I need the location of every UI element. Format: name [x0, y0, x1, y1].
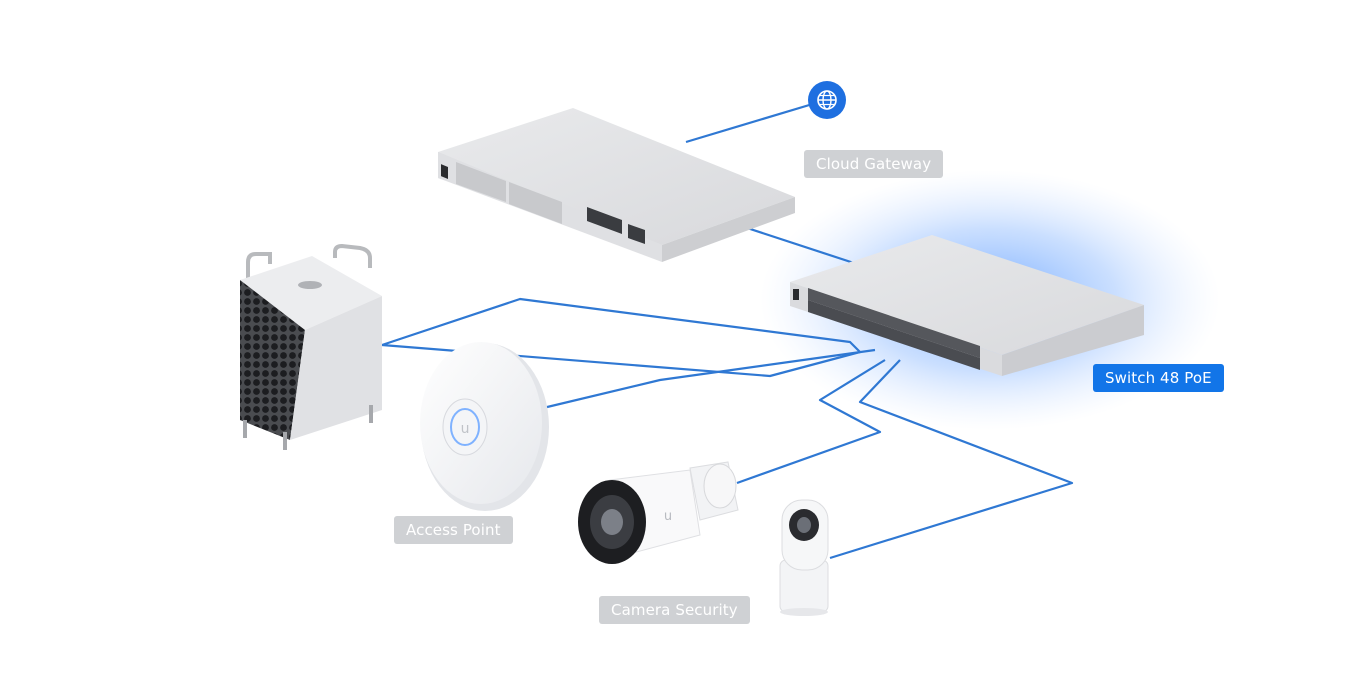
cables — [381, 98, 1074, 560]
cable-gateway-internet — [685, 98, 827, 144]
svg-text:u: u — [461, 421, 470, 437]
switch-label: Switch 48 PoE — [1093, 364, 1224, 392]
internet-node — [808, 81, 846, 119]
cable-gateway-switch — [737, 223, 861, 267]
bullet-camera-device: u — [578, 461, 739, 564]
flex-camera-device — [779, 499, 829, 616]
cable-flex-switch — [829, 359, 1074, 560]
cloud-gateway-label: Cloud Gateway — [804, 150, 944, 178]
globe-icon — [817, 90, 837, 110]
access-point-label: Access Point — [394, 516, 513, 544]
computer-device — [240, 243, 382, 450]
camera-security-label: Camera Security — [599, 596, 750, 624]
cable-camera-switch — [736, 359, 886, 485]
cable-ap-switch — [542, 348, 876, 410]
svg-text:u: u — [664, 509, 672, 524]
access-point-device: u — [420, 342, 549, 511]
cable-computer-switch — [381, 297, 862, 378]
cloud-gateway-device — [438, 108, 795, 262]
switch-device — [790, 235, 1144, 376]
